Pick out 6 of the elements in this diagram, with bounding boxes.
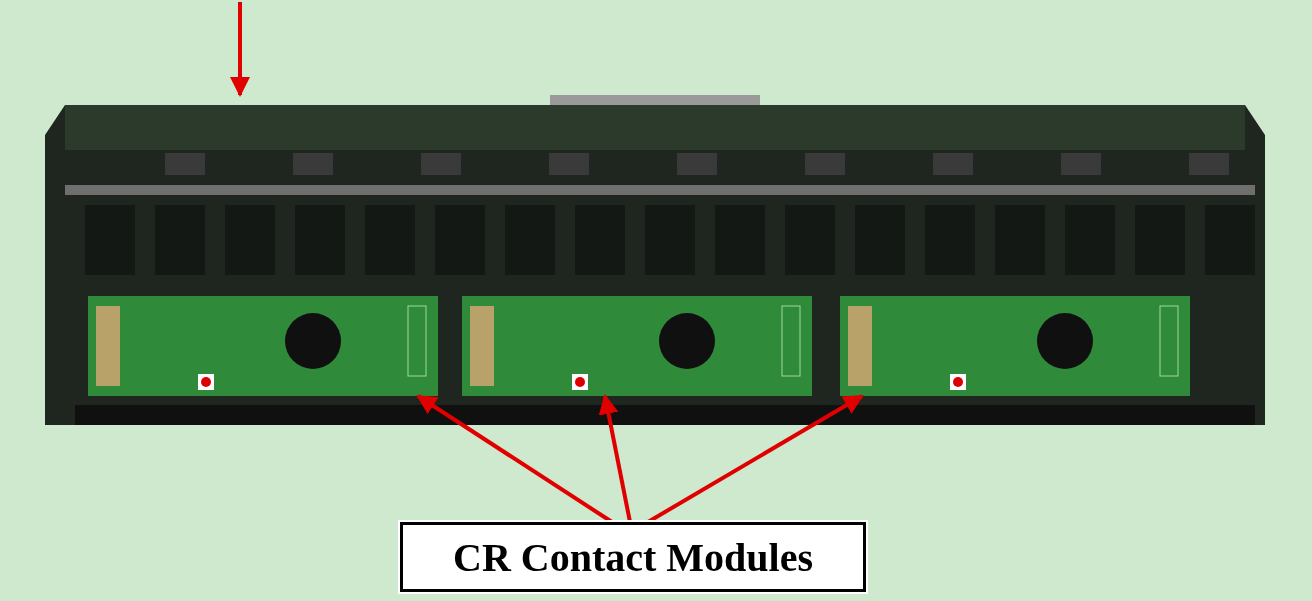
contact-module-picture xyxy=(840,296,1190,396)
contact-module-picture xyxy=(462,296,812,396)
arrow xyxy=(598,394,632,523)
contact-module-picture xyxy=(88,296,438,396)
arrow xyxy=(230,2,250,97)
callout-label: CR Contact Modules xyxy=(400,522,866,592)
